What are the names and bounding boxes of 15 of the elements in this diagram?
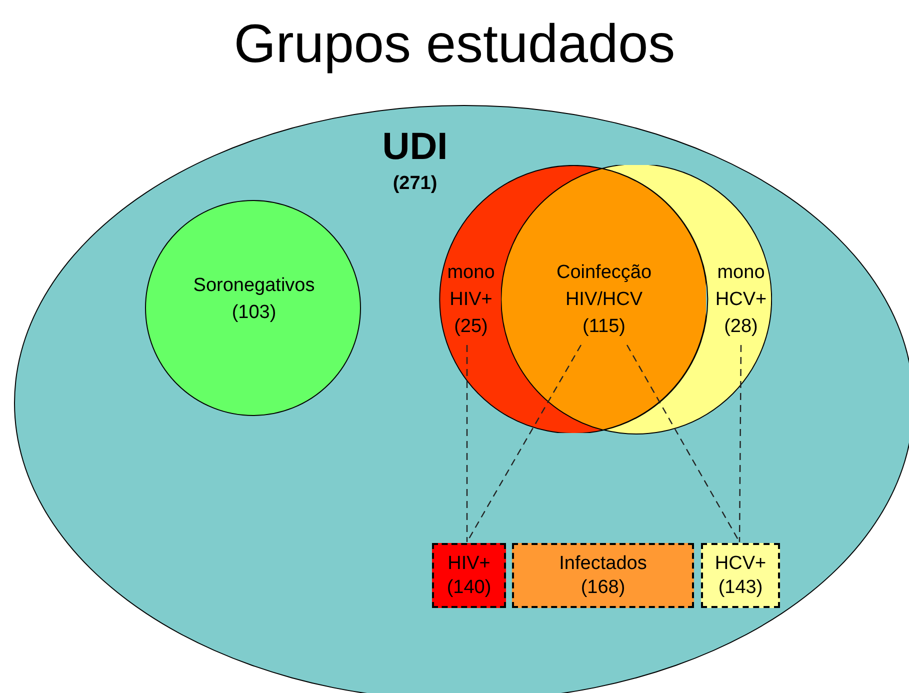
region-label: mono HIV+ (25) xyxy=(446,261,496,339)
region-label: Soronegativos (103) xyxy=(192,274,316,325)
diagram-title: Grupos estudados xyxy=(232,13,676,76)
dashed-box xyxy=(701,543,780,608)
leader-line xyxy=(738,345,742,542)
box-label: HCV+ (143) xyxy=(714,552,768,600)
region-label: mono HCV+ (28) xyxy=(714,261,768,339)
group-count: (271) xyxy=(392,172,438,196)
box-label: Infectados (168) xyxy=(558,552,648,600)
group-title: UDI xyxy=(382,128,448,166)
leader-line xyxy=(466,345,468,542)
box-label: HIV+ (140) xyxy=(446,552,492,600)
dashed-box xyxy=(512,543,694,608)
dashed-box xyxy=(432,543,506,608)
region-label: Coinfecção HIV/HCV (115) xyxy=(555,261,653,339)
